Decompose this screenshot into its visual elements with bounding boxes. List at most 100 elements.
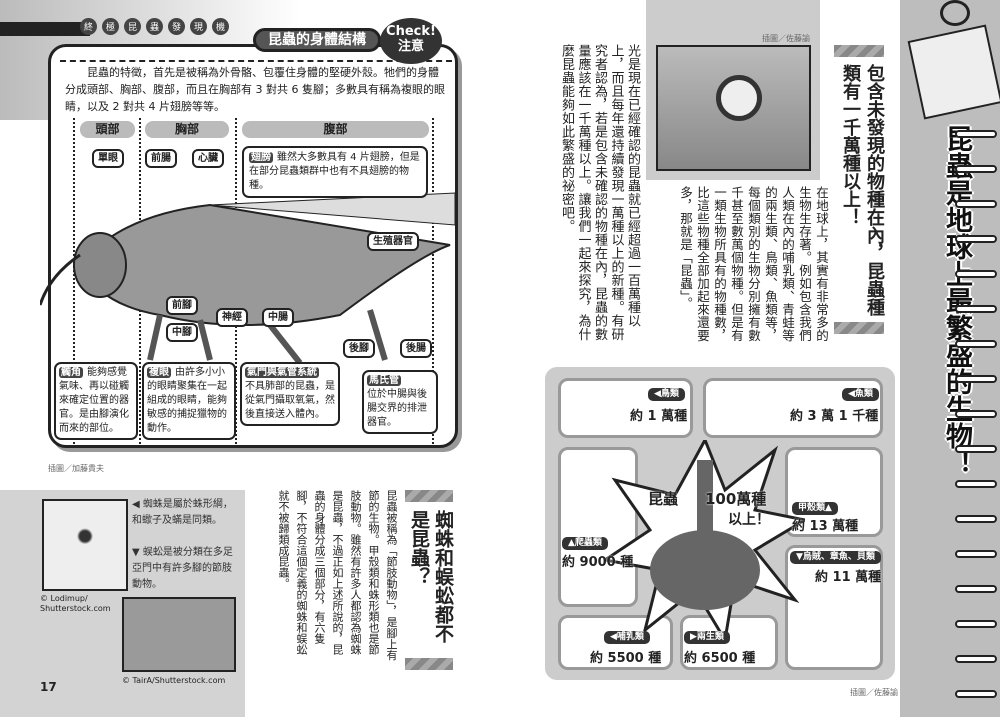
- note-spiracle: 氣門與氣管系統不具肺部的昆蟲，是從氣門攝取氧氣，然後直接送入體內。: [240, 362, 340, 426]
- chart-credit: 插圖／佐藤諭: [850, 688, 898, 697]
- binding-tab: [955, 655, 997, 663]
- thorax-section-label: 胸部: [145, 121, 229, 138]
- group-label: ◀鳥類: [648, 388, 685, 401]
- group-label: ◀哺乳類: [604, 631, 650, 644]
- binding-tab: [955, 305, 997, 313]
- note-malpighian: 馬氏管位於中腸與後腸交界的排泄器官。: [362, 370, 438, 434]
- zigzag-ornament: [834, 45, 884, 57]
- centipede-photo: [122, 597, 236, 672]
- insects-count: 100萬種: [705, 490, 767, 508]
- series-title: 終 極 昆 蟲 發 現 機: [80, 18, 229, 35]
- binding-tab: [955, 340, 997, 348]
- section-title: 昆蟲的身體結構: [253, 28, 381, 52]
- binding-tab: [955, 515, 997, 523]
- starburst-icon: [605, 440, 805, 640]
- spider-caption: ◀ 蜘蛛是屬於蛛形綱，和蠍子及蟎是同類。: [132, 499, 233, 526]
- header-bar: [0, 22, 90, 36]
- check-badge: Check!注意: [380, 18, 442, 64]
- cell-reptiles: [558, 447, 638, 607]
- series-char: 極: [102, 18, 119, 35]
- group-label: ▼烏賊、章魚、貝類: [790, 551, 881, 564]
- note-text: 由許多小小的眼睛聚集在一起組成的眼睛，能夠敏感的捕捉獵物的動作。: [147, 367, 227, 434]
- side-title: 蜘蛛和蜈蚣都不是昆蟲？: [408, 510, 454, 643]
- group-count: 約 11 萬種: [815, 570, 882, 585]
- intro-text: 昆蟲的特徵，首先是被稱為外骨骼、包覆住身體的堅硬外殼。牠們的身體分成頭部、胸部、…: [65, 66, 445, 113]
- binding-tab: [955, 270, 997, 278]
- binding-tab: [955, 620, 997, 628]
- side-body-text: 昆蟲被稱為「節肢動物」，是腳上有節的生物。甲殼類和蛛形類也是節肢動物。雖然有許多…: [277, 490, 398, 661]
- wing-note-term: 翅膀: [249, 152, 273, 163]
- divider: [73, 118, 75, 448]
- illustration-credit: 插圖／佐藤諭: [762, 34, 810, 43]
- comic-panel: [907, 24, 1000, 120]
- series-char: 昆: [124, 18, 141, 35]
- head-section-label: 頭部: [80, 121, 135, 138]
- page-number: 17: [40, 680, 57, 694]
- wing-note-text: 雖然大多數具有 4 片翅膀，但是在部分昆蟲類群中也有不具翅膀的物種。: [249, 152, 420, 191]
- binding-tab: [955, 200, 997, 208]
- label-foreleg: 前腳: [166, 296, 198, 315]
- centipede-caption: ▼ 蜈蚣是被分類在多足亞門中有許多腳的節肢動物。: [132, 547, 233, 590]
- insect-anatomy-illustration: [40, 192, 456, 365]
- note-compound-eye: 複眼由許多小小的眼睛聚集在一起組成的眼睛，能夠敏感的捕捉獵物的動作。: [142, 362, 236, 440]
- group-label: ▲爬蟲類: [562, 537, 608, 550]
- note-text: 位於中腸與後腸交界的排泄器官。: [367, 389, 427, 428]
- group-count: 約 1 萬種: [630, 409, 688, 424]
- binding-tab: [955, 130, 997, 138]
- group-count: 約 3 萬 1 千種: [790, 409, 879, 424]
- group-label: 甲殼類▲: [792, 502, 838, 515]
- spider-credit: © Lodimup/ Shutterstock.com: [40, 594, 111, 613]
- zigzag-ornament: [834, 322, 884, 334]
- ring-icon: [940, 0, 970, 26]
- wing-note: 翅膀雖然大多數具有 4 片翅膀，但是在部分昆蟲類群中也有不具翅膀的物種。: [242, 146, 428, 198]
- subtitle: 包含未發現的物種在內，昆蟲種類有一千萬種以上！: [840, 64, 885, 316]
- binding-tab: [955, 585, 997, 593]
- cell-birds: [558, 378, 693, 438]
- illustration-credit: 插圖／加藤貴夫: [48, 464, 104, 473]
- label-midgut: 中腸: [262, 308, 294, 327]
- abdomen-section-label: 腹部: [242, 121, 429, 138]
- label-heart: 心臟: [192, 149, 224, 168]
- divider: [432, 118, 434, 448]
- side-strip: [900, 0, 1000, 717]
- spider-photo: [42, 499, 128, 591]
- group-count: 約 5500 種: [590, 651, 662, 666]
- group-count: 約 6500 種: [684, 651, 756, 666]
- binding-tab: [955, 410, 997, 418]
- group-label: ▶兩生類: [684, 631, 730, 644]
- insects-label: 昆蟲: [648, 490, 679, 508]
- label-reproductive: 生殖器官: [367, 232, 419, 251]
- cell-mollusks: [785, 545, 883, 670]
- paragraph-2: 光是現在已經確認的昆蟲就已經超過一百萬種以上，而且每年還持續發現一萬種以上的新種…: [559, 44, 640, 341]
- centipede-credit: © TairA/Shutterstock.com: [122, 676, 226, 685]
- note-term: 複眼: [147, 367, 171, 378]
- note-term: 觸角: [59, 367, 83, 378]
- binding-tab: [955, 375, 997, 383]
- note-text: 能夠感覺氣味、再以碰觸來確定位置的器官。是由腳演化而來的部位。: [59, 367, 129, 434]
- series-char: 機: [212, 18, 229, 35]
- series-char: 蟲: [146, 18, 163, 35]
- group-label: ◀魚類: [842, 388, 879, 401]
- paragraph-1: 在地球上，其實有非常多的生物生存著。例如包含我們人類在內的哺乳類、青蛙等的兩生類…: [678, 186, 829, 342]
- binding-tab: [955, 480, 997, 488]
- zigzag-ornament: [405, 490, 453, 502]
- note-antenna: 觸角能夠感覺氣味、再以碰觸來確定位置的器官。是由腳演化而來的部位。: [54, 362, 138, 440]
- label-ocelli: 單眼: [92, 149, 124, 168]
- note-text: 不具肺部的昆蟲，是從氣門攝取氧氣，然後直接送入體內。: [245, 381, 335, 420]
- note-term: 氣門與氣管系統: [245, 367, 319, 378]
- binding-tab: [955, 445, 997, 453]
- label-hindgut: 後腸: [400, 339, 432, 358]
- group-count: 約 9000 種: [562, 555, 634, 570]
- insects-suffix: 以上！: [728, 512, 770, 528]
- magnifier-icon: [716, 75, 762, 121]
- series-char: 終: [80, 18, 97, 35]
- divider: [60, 60, 452, 62]
- series-char: 發: [168, 18, 185, 35]
- binding-tab: [955, 550, 997, 558]
- label-foregut: 前腸: [145, 149, 177, 168]
- note-term: 馬氏管: [367, 375, 401, 386]
- check-label: Check!: [386, 24, 436, 39]
- group-count: 約 13 萬種: [792, 519, 859, 534]
- check-sub: 注意: [397, 39, 424, 54]
- label-nerve: 神經: [216, 308, 248, 327]
